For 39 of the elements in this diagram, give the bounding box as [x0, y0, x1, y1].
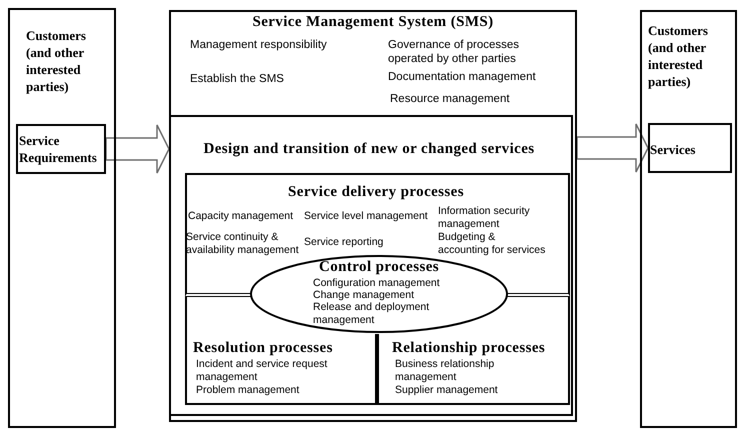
party-panel: [640, 10, 737, 428]
process-label: Problem management: [196, 384, 300, 396]
process-label: Business relationship management: [395, 358, 496, 383]
party-panel: [8, 8, 116, 428]
process-label: Incident and service request management: [196, 358, 328, 383]
resolution-panel: [185, 334, 377, 405]
block-arrow: [105, 124, 170, 174]
requirements-label: Service Requirements: [19, 132, 98, 166]
process-label: Budgeting & accounting for services: [438, 231, 546, 256]
panel-heading: Control processes: [319, 258, 439, 276]
requirements-box: [16, 124, 106, 174]
process-label: Release and deployment management: [313, 301, 430, 326]
services-label: Services: [650, 141, 696, 158]
clause-label: Governance of processes operated by other parties: [388, 38, 520, 66]
process-label: Configuration management: [313, 277, 440, 290]
process-label: Service level management: [304, 210, 428, 222]
panel-heading: Service Management System (SMS): [252, 13, 494, 31]
relationship-panel: [377, 334, 570, 405]
block-arrow: [576, 123, 649, 173]
services-box: [648, 123, 732, 173]
system-panel: [169, 10, 577, 422]
clause-label: Establish the SMS: [190, 72, 284, 86]
clause-label: Documentation management: [388, 70, 536, 84]
panel-heading: Resolution processes: [193, 339, 333, 357]
process-label: Change management: [313, 289, 414, 302]
process-label: Capacity management: [188, 210, 294, 222]
panel-heading: Design and transition of new or changed services: [204, 140, 534, 158]
panel-heading: Relationship processes: [392, 339, 546, 357]
process-label: Service reporting: [304, 236, 384, 248]
clause-label: Resource management: [390, 92, 510, 106]
design-panel: [169, 115, 573, 416]
process-label: Supplier management: [395, 384, 498, 396]
process-label: Service continuity & availability management: [186, 231, 300, 256]
party-label: Customers (and other interested parties): [26, 27, 87, 95]
panel-heading: Service delivery processes: [288, 183, 464, 201]
clause-label: Management responsibility: [190, 38, 327, 52]
control-ellipse: [250, 255, 508, 333]
party-label: Customers (and other interested parties): [648, 22, 709, 90]
process-label: Information security management: [438, 205, 531, 230]
